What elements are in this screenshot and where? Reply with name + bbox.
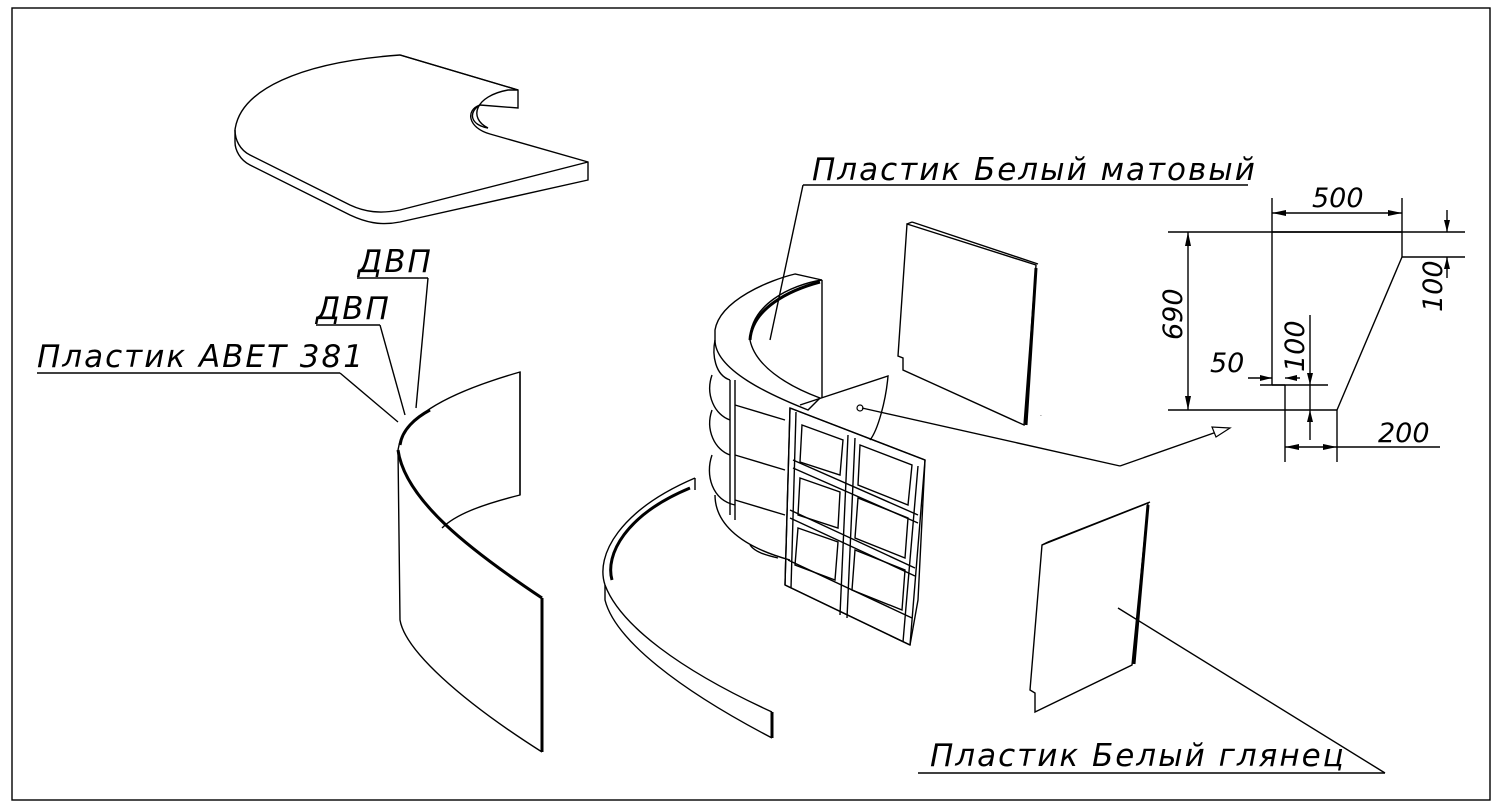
label-plastic-white-gloss: Пластик Белый глянец	[930, 738, 1346, 774]
dimension-sketch	[1168, 198, 1465, 462]
shelving-unit	[708, 273, 926, 647]
curved-panel-left	[396, 371, 544, 753]
countertop-part	[234, 54, 589, 225]
dot-mark: .	[1040, 411, 1042, 418]
label-plastic-abet: Пластик ABET 381	[37, 339, 365, 375]
dim-offset-right: 100	[1418, 260, 1449, 312]
dim-height-100: 100	[1280, 320, 1311, 372]
label-dvp-mid: ДВП	[314, 291, 391, 327]
label-dvp-top: ДВП	[356, 244, 433, 280]
dim-width-bottom: 200	[1378, 418, 1430, 449]
panel-white-gloss	[1029, 501, 1151, 714]
dim-height-total: 690	[1158, 288, 1189, 340]
dim-width-top: 500	[1312, 183, 1364, 214]
label-plastic-white-matte: Пластик Белый матовый	[812, 152, 1257, 188]
panel-white-matte	[897, 221, 1039, 427]
drawing-frame	[11, 7, 1491, 801]
dim-offset-50: 50	[1210, 348, 1244, 379]
curved-strip	[602, 477, 774, 739]
leader-lines: .	[37, 184, 1386, 774]
